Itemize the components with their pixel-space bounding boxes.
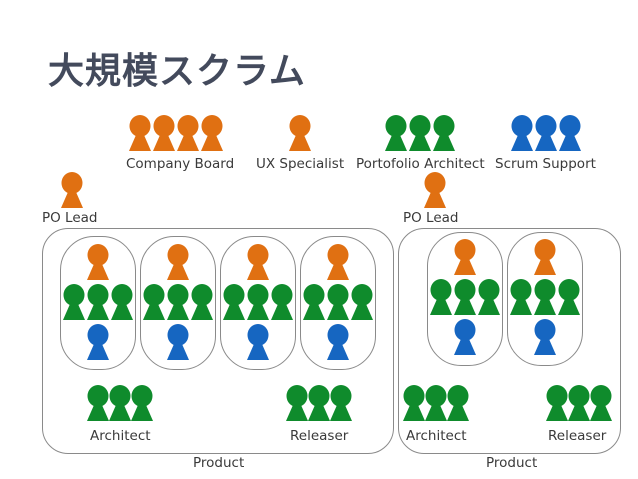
person-icon: [143, 284, 165, 320]
po-lead-label-2: PO Lead: [403, 210, 459, 226]
company-board-label: Company Board: [126, 156, 235, 172]
person-icon: [247, 284, 269, 320]
person-icon: [568, 385, 590, 421]
po-lead-label-1: PO Lead: [42, 210, 98, 226]
person-icon: [534, 239, 556, 275]
architect-label-2: Architect: [406, 428, 467, 444]
person-icon: [430, 279, 452, 315]
person-icon: [286, 385, 308, 421]
architect-label-1: Architect: [90, 428, 151, 444]
person-icon: [590, 385, 612, 421]
person-icon: [403, 385, 425, 421]
person-icon: [271, 284, 293, 320]
person-icon: [558, 279, 580, 315]
person-icon: [61, 172, 83, 208]
person-icon: [167, 244, 189, 280]
person-icon: [247, 324, 269, 360]
person-icon: [535, 115, 557, 151]
person-icon: [201, 115, 223, 151]
team-box: [300, 236, 376, 370]
person-icon: [129, 115, 151, 151]
team-box: [427, 232, 503, 366]
person-icon: [424, 172, 446, 208]
person-icon: [87, 324, 109, 360]
person-icon: [247, 244, 269, 280]
person-icon: [167, 324, 189, 360]
product-box-1: [42, 228, 394, 454]
person-icon: [289, 115, 311, 151]
person-icon: [87, 385, 109, 421]
person-icon: [109, 385, 131, 421]
person-icon: [87, 284, 109, 320]
person-icon: [447, 385, 469, 421]
product-label-2: Product: [486, 455, 538, 471]
product-box-2: [398, 228, 621, 454]
person-icon: [385, 115, 407, 151]
person-icon: [131, 385, 153, 421]
portfolio-architect-label: Portofolio Architect: [356, 156, 485, 172]
person-icon: [433, 115, 455, 151]
person-icon: [425, 385, 447, 421]
person-icon: [511, 115, 533, 151]
person-icon: [327, 284, 349, 320]
product-label-1: Product: [193, 455, 245, 471]
person-icon: [330, 385, 352, 421]
person-icon: [327, 244, 349, 280]
person-icon: [534, 319, 556, 355]
person-icon: [454, 279, 476, 315]
person-icon: [546, 385, 568, 421]
person-icon: [409, 115, 431, 151]
releaser-label-2: Releaser: [548, 428, 607, 444]
person-icon: [478, 279, 500, 315]
person-icon: [454, 239, 476, 275]
team-box: [60, 236, 136, 370]
person-icon: [454, 319, 476, 355]
person-icon: [510, 279, 532, 315]
person-icon: [153, 115, 175, 151]
team-box: [507, 232, 583, 366]
team-box: [220, 236, 296, 370]
person-icon: [327, 324, 349, 360]
scrum-support-label: Scrum Support: [495, 156, 596, 172]
team-box: [140, 236, 216, 370]
person-icon: [534, 279, 556, 315]
ux-specialist-label: UX Specialist: [256, 156, 345, 172]
person-icon: [559, 115, 581, 151]
person-icon: [303, 284, 325, 320]
person-icon: [87, 244, 109, 280]
releaser-label-1: Releaser: [290, 428, 349, 444]
person-icon: [111, 284, 133, 320]
person-icon: [223, 284, 245, 320]
person-icon: [167, 284, 189, 320]
person-icon: [63, 284, 85, 320]
person-icon: [191, 284, 213, 320]
person-icon: [351, 284, 373, 320]
person-icon: [177, 115, 199, 151]
slide-title: 大規模スクラム: [48, 51, 306, 92]
person-icon: [308, 385, 330, 421]
